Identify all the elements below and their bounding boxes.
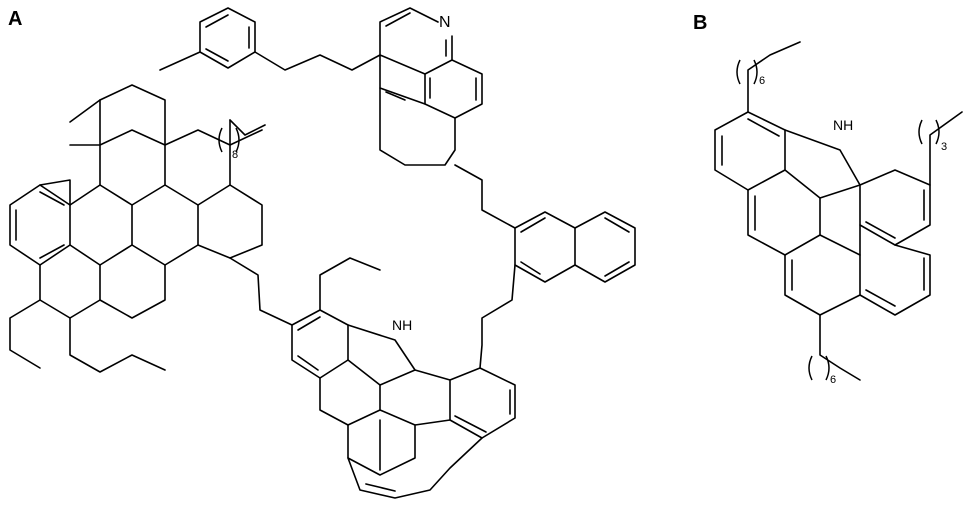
nh-group-a: NH [392, 317, 412, 333]
structure-b: NH 6 3 6 [714, 41, 963, 386]
naphthalene [514, 211, 636, 283]
repeat-chain-b-top: 6 [736, 41, 801, 113]
ethyl-linker-2 [479, 264, 516, 369]
propyl-substituent [319, 257, 381, 311]
ethyl-linker-1 [454, 164, 516, 229]
tolyl-ring [159, 7, 256, 71]
repeat-chain-b-bottom: 6 [808, 314, 861, 386]
polyaromatic-core-b [714, 111, 931, 316]
panel-label-a: A [8, 8, 23, 30]
quinoline-ring [379, 7, 483, 166]
polyaromatic-core-a [291, 309, 516, 499]
repeat-count-b-right: 3 [941, 141, 947, 153]
panel-label-b: B [693, 12, 708, 34]
structure-a: N [9, 7, 636, 499]
saturated-polycycle [9, 84, 263, 373]
ethyl-linker-3 [229, 257, 293, 326]
nh-group-b: NH [833, 117, 853, 133]
propyl-linker-1 [254, 51, 381, 71]
repeat-chain-a: 8 [218, 119, 266, 161]
nitrogen-atom: N [439, 14, 451, 31]
methyl-bond [159, 51, 201, 71]
repeat-count-b-top: 6 [759, 75, 765, 87]
repeat-count-b-bottom: 6 [830, 374, 836, 386]
repeat-count-a: 8 [232, 149, 238, 161]
repeat-chain-b-right: 3 [918, 111, 963, 186]
